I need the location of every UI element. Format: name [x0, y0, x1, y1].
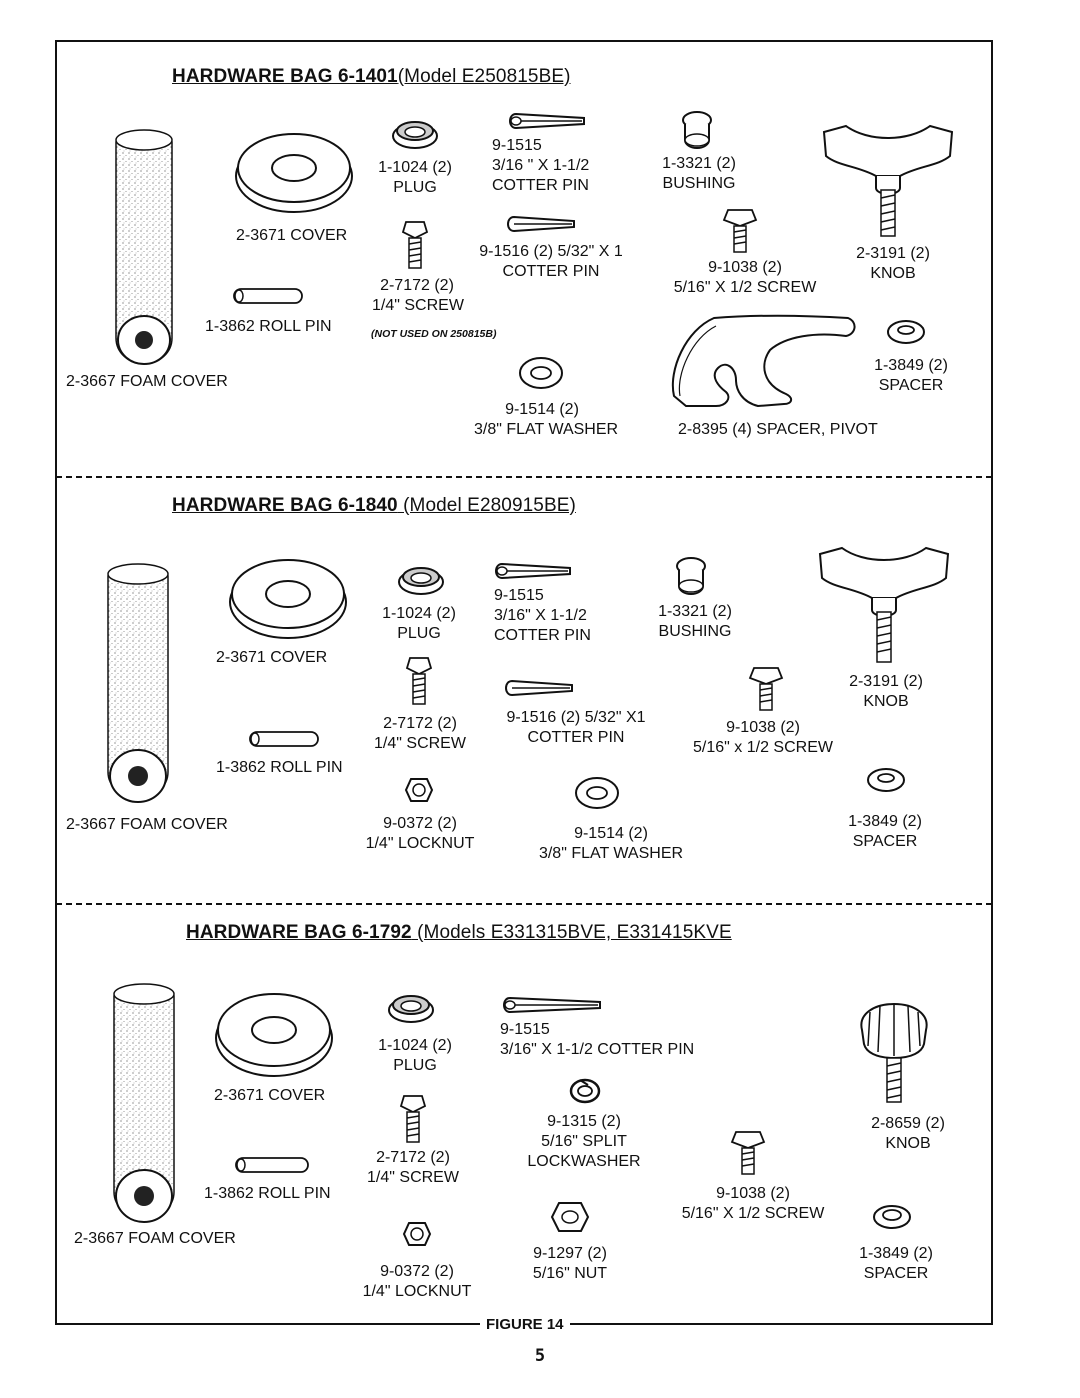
bushing-label: 1-3321 (2)BUSHING [658, 603, 732, 640]
roll-pin-icon [233, 288, 303, 304]
screw-icon [399, 1095, 427, 1143]
cover-icon [235, 133, 353, 213]
hex-screw-icon [722, 209, 758, 253]
cover-label: 2-3671 COVER [214, 1087, 326, 1104]
bushing-label: 1-3321 (2)BUSHING [662, 155, 736, 192]
pivot-spacer-label: 2-8395 (4) SPACER, PIVOT [678, 421, 878, 438]
plug-label: 1-1024 (2)PLUG [378, 159, 452, 196]
cotter-pin-icon [507, 215, 575, 233]
cover-label: 2-3671 COVER [236, 227, 348, 244]
knob-label: 2-8659 (2)KNOB [871, 1115, 945, 1152]
screw-label: 2-7172 (2)1/4" SCREW [374, 715, 466, 752]
roll-pin-label: 1-3862 ROLL PIN [204, 1185, 331, 1202]
foam-cover-label: 2-3667 FOAM COVER [74, 1230, 236, 1247]
hex-screw-label: 9-1038 (2)5/16" X 1/2 SCREW [681, 1185, 825, 1222]
cotter-pin-icon [505, 679, 573, 697]
knob-label: 2-3191 (2)KNOB [856, 245, 930, 282]
locknut-label: 9-0372 (2)1/4" LOCKNUT [362, 1263, 472, 1300]
foam-cover-icon [113, 983, 175, 1223]
roll-pin-label: 1-3862 ROLL PIN [205, 318, 332, 335]
bushing-icon [676, 557, 706, 595]
cotter-pin-icon [495, 562, 571, 580]
flat-washer-icon [519, 357, 563, 389]
knob-icon [822, 124, 954, 237]
cover-icon [229, 559, 347, 639]
bushing-icon [682, 111, 712, 149]
bag-title: HARDWARE BAG 6-1840 (Model E280915BE) [172, 495, 576, 516]
spacer-icon [873, 1205, 911, 1229]
lockwasher-icon [569, 1078, 601, 1104]
knob-icon [860, 1002, 928, 1103]
knob-icon [818, 546, 950, 663]
not-used-note: (NOT USED ON 250815B) [371, 328, 497, 340]
cotter-pin-icon [509, 112, 585, 130]
hex-screw-label: 9-1038 (2)5/16" X 1/2 SCREW [673, 259, 817, 296]
foam-cover-label: 2-3667 FOAM COVER [66, 373, 228, 390]
screw-label: 2-7172 (2)1/4" SCREW [372, 277, 464, 314]
plug-icon [392, 121, 438, 149]
cotter-pin-icon [503, 996, 601, 1014]
foam-cover-label: 2-3667 FOAM COVER [66, 816, 228, 833]
screw-icon [401, 221, 429, 269]
section-divider [56, 903, 992, 905]
cover-label: 2-3671 COVER [216, 649, 328, 666]
foam-cover-icon [107, 563, 169, 803]
spacer-icon [867, 768, 905, 792]
plug-icon [388, 995, 434, 1023]
hex-screw-icon [730, 1131, 766, 1175]
pivot-spacer-icon [671, 314, 856, 408]
roll-pin-icon [249, 731, 319, 747]
roll-pin-label: 1-3862 ROLL PIN [216, 759, 343, 776]
hex-screw-label: 9-1038 (2)5/16" x 1/2 SCREW [693, 719, 833, 756]
locknut-icon [402, 1222, 432, 1246]
plug-label: 1-1024 (2)PLUG [382, 605, 456, 642]
section-divider [56, 476, 992, 478]
page-number: 5 [534, 1346, 546, 1366]
spacer-icon [887, 320, 925, 344]
roll-pin-icon [235, 1157, 309, 1173]
plug-icon [398, 567, 444, 595]
flat-washer-icon [575, 777, 619, 809]
bag-title: HARDWARE BAG 6-1792 (Models E331315BVE, … [186, 922, 732, 943]
knob-label: 2-3191 (2)KNOB [849, 673, 923, 710]
flat-washer-label: 9-1514 (2)3/8" FLAT WASHER [474, 401, 619, 438]
figure-caption: FIGURE 14 [480, 1316, 570, 1333]
nut-label: 9-1297 (2)5/16" NUT [532, 1245, 608, 1282]
foam-cover-icon [115, 129, 173, 365]
locknut-label: 9-0372 (2)1/4" LOCKNUT [365, 815, 475, 852]
nut-icon [550, 1202, 590, 1232]
bag-title: HARDWARE BAG 6-1401(Model E250815BE) [172, 66, 571, 87]
cover-icon [215, 993, 333, 1077]
plug-label: 1-1024 (2)PLUG [378, 1037, 452, 1074]
spacer-label: 1-3849 (2)SPACER [874, 357, 948, 394]
screw-icon [405, 657, 433, 705]
locknut-icon [404, 778, 434, 802]
screw-label: 2-7172 (2)1/4" SCREW [367, 1149, 459, 1186]
spacer-label: 1-3849 (2)SPACER [848, 813, 922, 850]
spacer-label: 1-3849 (2)SPACER [859, 1245, 933, 1282]
flat-washer-label: 9-1514 (2)3/8" FLAT WASHER [538, 825, 684, 862]
hex-screw-icon [748, 667, 784, 711]
